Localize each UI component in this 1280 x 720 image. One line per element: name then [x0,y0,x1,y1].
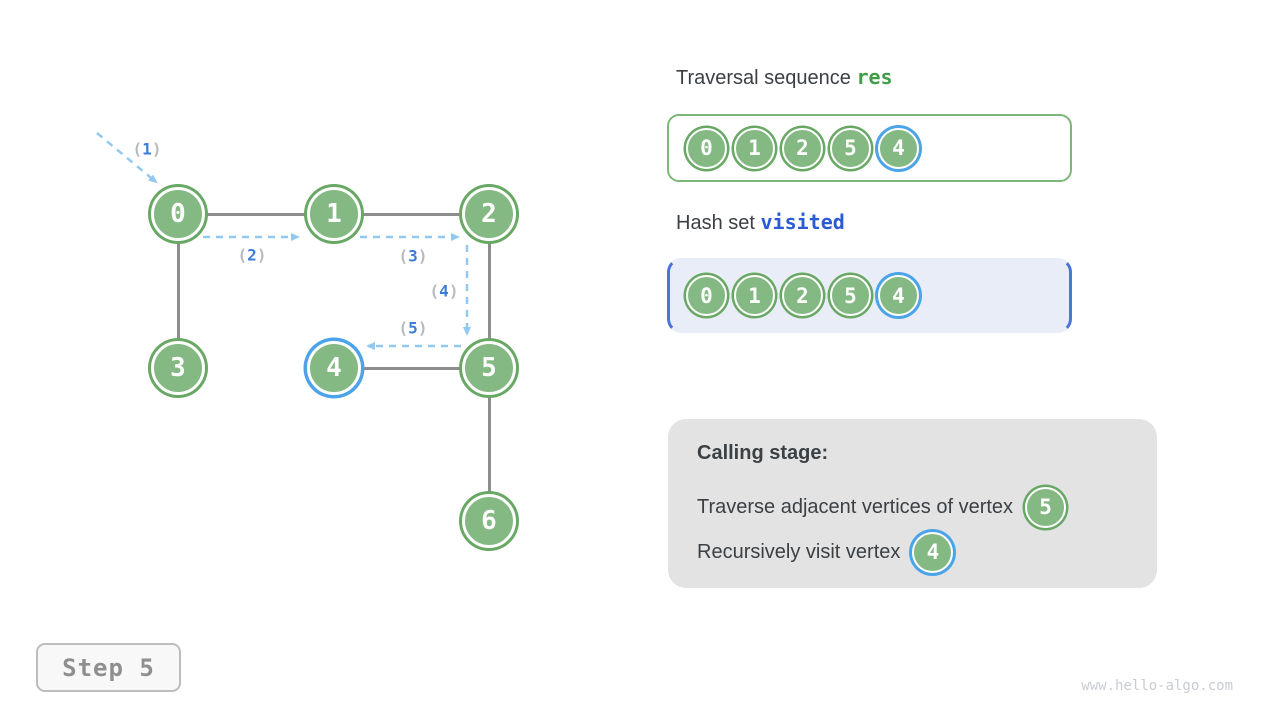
paren-open: ( [237,245,248,265]
graph-node-label: 3 [170,353,186,383]
arrow-step-label-4: (4) [430,282,459,301]
graph-node-label: 4 [326,353,342,383]
graph-edge-1-2 [334,213,489,216]
paren-open: ( [429,281,440,301]
calling-line-2-vertex-chip-highlighted: 4 [912,531,954,573]
res-chip-1: 1 [734,127,775,169]
arrow-step-label-1: (1) [133,140,162,159]
res-chip-4-highlighted: 4 [878,127,919,169]
calling-stage-heading: Calling stage: [697,442,829,464]
chip-label: 4 [892,136,905,160]
chip-label: 5 [844,136,857,160]
visited-chip-3: 5 [830,275,871,316]
calling-line-1-vertex-chip: 5 [1025,486,1067,528]
chip-label: 5 [1039,495,1052,519]
step-number: 2 [247,245,257,265]
graph-node-label: 2 [481,199,497,229]
res-chip-2: 2 [782,127,823,169]
graph-node-label: 0 [170,199,186,229]
traversal-arrows-svg [96,132,471,350]
res-title-text: Traversal sequence [676,67,857,89]
graph-node-label: 1 [326,199,342,229]
visited-title-text: Hash set [676,212,761,234]
graph-node-2: 2 [462,187,516,241]
graph-node-label: 6 [481,506,497,536]
paren-open: ( [398,246,409,266]
visited-code-label: visited [760,210,845,234]
chip-label: 4 [926,540,940,564]
calling-stage-line-1: Traverse adjacent vertices of vertex 5 [697,484,1067,530]
step-number: 4 [439,281,449,301]
visited-chip-4-highlighted: 4 [878,275,919,316]
paren-close: ) [417,318,428,338]
graph-edge-0-1 [178,213,334,216]
chip-label: 1 [748,136,761,160]
paren-close: ) [448,281,459,301]
res-code-label: res [856,65,893,89]
visited-chip-1: 1 [734,275,775,316]
calling-stage-line-2: Recursively visit vertex 4 [697,529,954,575]
paren-open: ( [398,318,409,338]
chip-label: 4 [892,283,905,308]
graph-node-1: 1 [307,187,361,241]
graph-edge-0-3 [177,214,180,368]
graph-node-label: 5 [481,353,497,383]
graph-edge-2-5 [488,214,491,368]
calling-stage-box: Calling stage: Traverse adjacent vertice… [668,419,1157,588]
visited-hash-set-box: 0 1 2 5 4 [667,258,1072,333]
step-number: 3 [408,246,418,266]
arrow-step-label-5: (5) [399,319,428,338]
paren-close: ) [417,246,428,266]
step-badge: Step 5 [36,643,181,692]
arrow-step-label-2: (2) [238,246,267,265]
graph-node-0: 0 [151,187,205,241]
res-panel-title: Traversal sequence res [676,65,893,90]
res-sequence-box: 0 1 2 5 4 [667,114,1072,182]
arrow-step-label-3: (3) [399,247,428,266]
paren-close: ) [151,139,162,159]
watermark: www.hello-algo.com [1081,678,1233,694]
chip-label: 5 [844,283,857,308]
step-number: 5 [408,318,418,338]
graph-node-3: 3 [151,341,205,395]
visited-panel-title: Hash set visited [676,210,845,235]
paren-open: ( [132,139,143,159]
chip-label: 1 [748,283,761,308]
graph-node-5: 5 [462,341,516,395]
visited-chip-2: 2 [782,275,823,316]
res-chip-3: 5 [830,127,871,169]
graph-node-4-highlighted: 4 [307,341,361,395]
chip-label: 2 [796,283,809,308]
graph-edge-5-6 [488,368,491,521]
calling-line-2-text: Recursively visit vertex [697,540,901,563]
res-chip-0: 0 [686,127,727,169]
chip-label: 0 [700,136,713,160]
paren-close: ) [256,245,267,265]
calling-line-1-text: Traverse adjacent vertices of vertex [697,495,1014,518]
chip-label: 0 [700,283,713,308]
visited-chip-0: 0 [686,275,727,316]
graph-edge-4-5 [334,367,489,370]
chip-label: 2 [796,136,809,160]
step-number: 1 [142,139,152,159]
graph-node-6: 6 [462,494,516,548]
